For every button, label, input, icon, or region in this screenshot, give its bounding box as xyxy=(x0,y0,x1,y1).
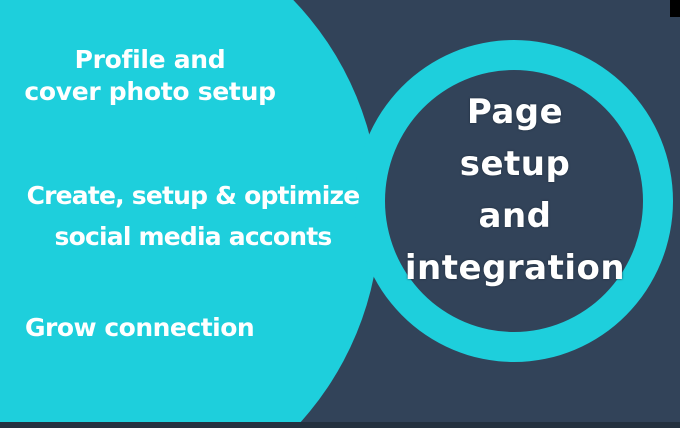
label-line: social media acconts xyxy=(54,222,333,251)
corner-block xyxy=(670,0,680,17)
label-line: Grow connection xyxy=(25,313,255,342)
label-line: cover photo setup xyxy=(24,77,276,106)
grow-connection-label: Grow connection xyxy=(25,313,255,343)
ring-line: integration xyxy=(404,248,626,288)
ring-line: setup xyxy=(459,144,571,184)
ring-line: Page xyxy=(466,92,564,132)
bottom-strip xyxy=(0,422,680,428)
left-circle-shape xyxy=(0,0,380,428)
label-line: Profile and xyxy=(74,45,226,74)
profile-cover-photo-label: Profile and cover photo setup xyxy=(0,44,300,108)
page-setup-integration-label: Page setup and integration xyxy=(385,86,645,294)
create-optimize-accounts-label: Create, setup & optimize social media ac… xyxy=(0,175,386,257)
ring-line: and xyxy=(478,196,552,236)
label-line: Create, setup & optimize xyxy=(26,181,361,210)
